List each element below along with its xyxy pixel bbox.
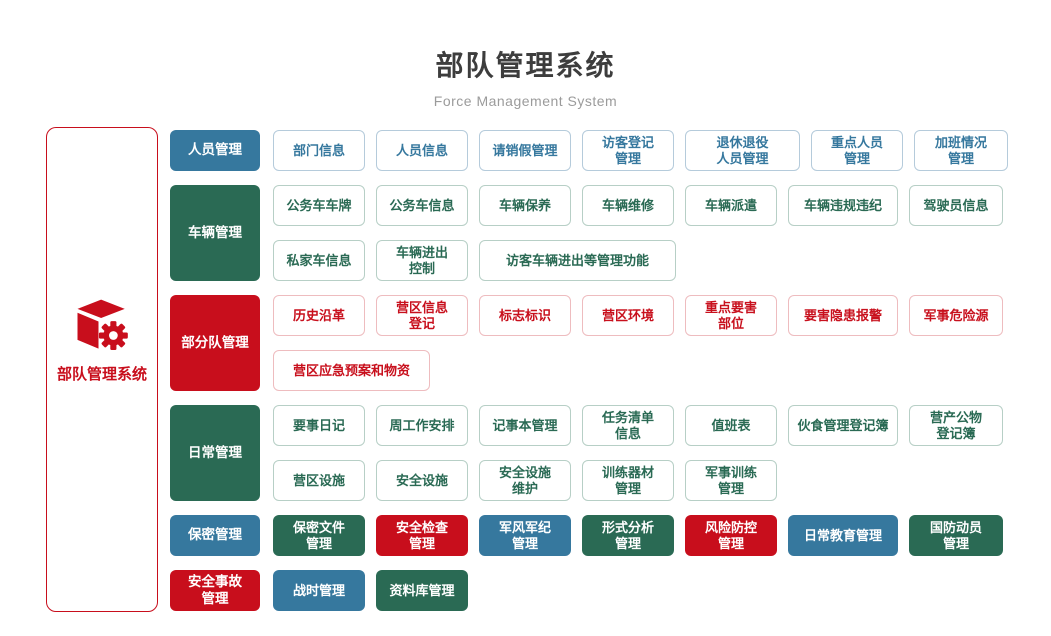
- module-box: 安全设施: [376, 460, 468, 501]
- system-root-box: 部队管理系统: [46, 127, 158, 612]
- row-line: 部门信息人员信息请销假管理访客登记 管理退休退役 人员管理重点人员 管理加班情况…: [273, 130, 1008, 171]
- row-lines: 部门信息人员信息请销假管理访客登记 管理退休退役 人员管理重点人员 管理加班情况…: [273, 130, 1008, 171]
- row-line: 历史沿革营区信息 登记标志标识营区环境重点要害 部位要害隐患报警军事危险源: [273, 295, 1003, 336]
- module-box: 保密文件 管理: [273, 515, 365, 556]
- module-box: 日常教育管理: [788, 515, 898, 556]
- diagram-row: 安全事故 管理战时管理资料库管理: [170, 570, 1008, 611]
- row-line: 战时管理资料库管理: [273, 570, 468, 611]
- module-box: 军风军纪 管理: [479, 515, 571, 556]
- module-box: 营区应急预案和物资: [273, 350, 430, 391]
- row-line: 公务车车牌公务车信息车辆保养车辆维修车辆派遣车辆违规违纪驾驶员信息: [273, 185, 1003, 226]
- module-box: 公务车车牌: [273, 185, 365, 226]
- system-root-content: 部队管理系统: [57, 296, 147, 384]
- module-box: 车辆维修: [582, 185, 674, 226]
- module-box: 公务车信息: [376, 185, 468, 226]
- module-box: 访客登记 管理: [582, 130, 674, 171]
- diagram-row: 车辆管理公务车车牌公务车信息车辆保养车辆维修车辆派遣车辆违规违纪驾驶员信息私家车…: [170, 185, 1008, 281]
- category-box: 安全事故 管理: [170, 570, 260, 611]
- module-box: 营区环境: [582, 295, 674, 336]
- module-box: 记事本管理: [479, 405, 571, 446]
- module-box: 营产公物 登记簿: [909, 405, 1003, 446]
- module-box: 私家车信息: [273, 240, 365, 281]
- rows: 人员管理部门信息人员信息请销假管理访客登记 管理退休退役 人员管理重点人员 管理…: [170, 130, 1008, 611]
- page-title: 部队管理系统: [435, 50, 616, 81]
- module-box: 值班表: [685, 405, 777, 446]
- module-box: 标志标识: [479, 295, 571, 336]
- module-box: 加班情况 管理: [914, 130, 1008, 171]
- module-box: 军事危险源: [909, 295, 1003, 336]
- row-line: 私家车信息车辆进出 控制访客车辆进出等管理功能: [273, 240, 1003, 281]
- module-box: 重点要害 部位: [685, 295, 777, 336]
- row-lines: 历史沿革营区信息 登记标志标识营区环境重点要害 部位要害隐患报警军事危险源营区应…: [273, 295, 1003, 391]
- module-box: 车辆进出 控制: [376, 240, 468, 281]
- category-box: 保密管理: [170, 515, 260, 556]
- module-box: 要害隐患报警: [788, 295, 898, 336]
- module-box: 任务清单 信息: [582, 405, 674, 446]
- module-box: 伙食管理登记簿: [788, 405, 898, 446]
- row-lines: 公务车车牌公务车信息车辆保养车辆维修车辆派遣车辆违规违纪驾驶员信息私家车信息车辆…: [273, 185, 1003, 281]
- diagram-row: 保密管理保密文件 管理安全检查 管理军风军纪 管理形式分析 管理风险防控 管理日…: [170, 515, 1008, 556]
- module-box: 访客车辆进出等管理功能: [479, 240, 676, 281]
- module-box: 国防动员 管理: [909, 515, 1003, 556]
- cube-gear-icon: [77, 299, 128, 350]
- module-box: 驾驶员信息: [909, 185, 1003, 226]
- diagram-row: 人员管理部门信息人员信息请销假管理访客登记 管理退休退役 人员管理重点人员 管理…: [170, 130, 1008, 171]
- module-box: 战时管理: [273, 570, 365, 611]
- module-box: 人员信息: [376, 130, 468, 171]
- row-line: 保密文件 管理安全检查 管理军风军纪 管理形式分析 管理风险防控 管理日常教育管…: [273, 515, 1003, 556]
- module-box: 历史沿革: [273, 295, 365, 336]
- module-box: 要事日记: [273, 405, 365, 446]
- module-box: 重点人员 管理: [811, 130, 903, 171]
- system-root-label: 部队管理系统: [56, 365, 147, 383]
- module-box: 风险防控 管理: [685, 515, 777, 556]
- row-line: 要事日记周工作安排记事本管理任务清单 信息值班表伙食管理登记簿营产公物 登记簿: [273, 405, 1003, 446]
- diagram-row: 日常管理要事日记周工作安排记事本管理任务清单 信息值班表伙食管理登记簿营产公物 …: [170, 405, 1008, 501]
- category-box: 车辆管理: [170, 185, 260, 281]
- module-box: 车辆违规违纪: [788, 185, 898, 226]
- module-box: 军事训练 管理: [685, 460, 777, 501]
- module-box: 车辆派遣: [685, 185, 777, 226]
- module-box: 请销假管理: [479, 130, 571, 171]
- module-box: 营区信息 登记: [376, 295, 468, 336]
- module-box: 营区设施: [273, 460, 365, 501]
- module-box: 安全检查 管理: [376, 515, 468, 556]
- module-box: 车辆保养: [479, 185, 571, 226]
- module-box: 周工作安排: [376, 405, 468, 446]
- module-box: 形式分析 管理: [582, 515, 674, 556]
- category-box: 人员管理: [170, 130, 260, 171]
- module-box: 安全设施 维护: [479, 460, 571, 501]
- category-box: 日常管理: [170, 405, 260, 501]
- module-box: 训练器材 管理: [582, 460, 674, 501]
- row-lines: 保密文件 管理安全检查 管理军风军纪 管理形式分析 管理风险防控 管理日常教育管…: [273, 515, 1003, 556]
- module-box: 部门信息: [273, 130, 365, 171]
- module-box: 退休退役 人员管理: [685, 130, 800, 171]
- diagram-row: 部分队管理历史沿革营区信息 登记标志标识营区环境重点要害 部位要害隐患报警军事危…: [170, 295, 1008, 391]
- row-lines: 战时管理资料库管理: [273, 570, 468, 611]
- category-box: 部分队管理: [170, 295, 260, 391]
- row-line: 营区设施安全设施安全设施 维护训练器材 管理军事训练 管理: [273, 460, 1003, 501]
- module-box: 资料库管理: [376, 570, 468, 611]
- row-line: 营区应急预案和物资: [273, 350, 1003, 391]
- row-lines: 要事日记周工作安排记事本管理任务清单 信息值班表伙食管理登记簿营产公物 登记簿营…: [273, 405, 1003, 501]
- page-subtitle: Force Management System: [433, 93, 618, 109]
- page-header: 部队管理系统 Force Management System: [0, 44, 1051, 109]
